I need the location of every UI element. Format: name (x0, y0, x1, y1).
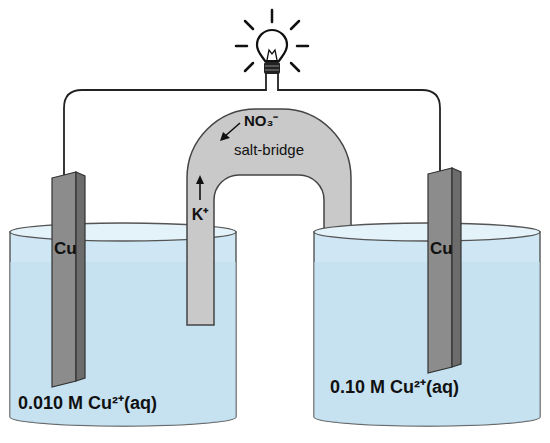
copper-electrode-outline (428, 168, 462, 373)
copper-electrode: Cu (52, 172, 86, 387)
bulb-base (264, 62, 280, 74)
beaker: Cu 0.10 M Cu²⁺(aq) (312, 222, 542, 434)
bulb-filament (267, 50, 277, 60)
electrode-label: Cu (54, 240, 77, 259)
bridge-label: salt-bridge (234, 142, 304, 159)
bulb-rays (236, 10, 308, 71)
copper-electrode-outline (52, 172, 86, 387)
ion-label: NO₃⁻ (244, 113, 278, 130)
bulb-globe (257, 30, 287, 61)
concentration-label: 0.10 M Cu²⁺(aq) (330, 378, 459, 398)
bulb-thread (265, 70, 279, 71)
electrode-label: Cu (430, 240, 453, 259)
concentration-label: 0.010 M Cu²⁺(aq) (18, 394, 157, 414)
bulb-thread (265, 66, 279, 67)
beaker-outline (312, 222, 542, 434)
copper-electrode: Cu (428, 168, 462, 373)
ion-label: K⁺ (192, 206, 209, 224)
